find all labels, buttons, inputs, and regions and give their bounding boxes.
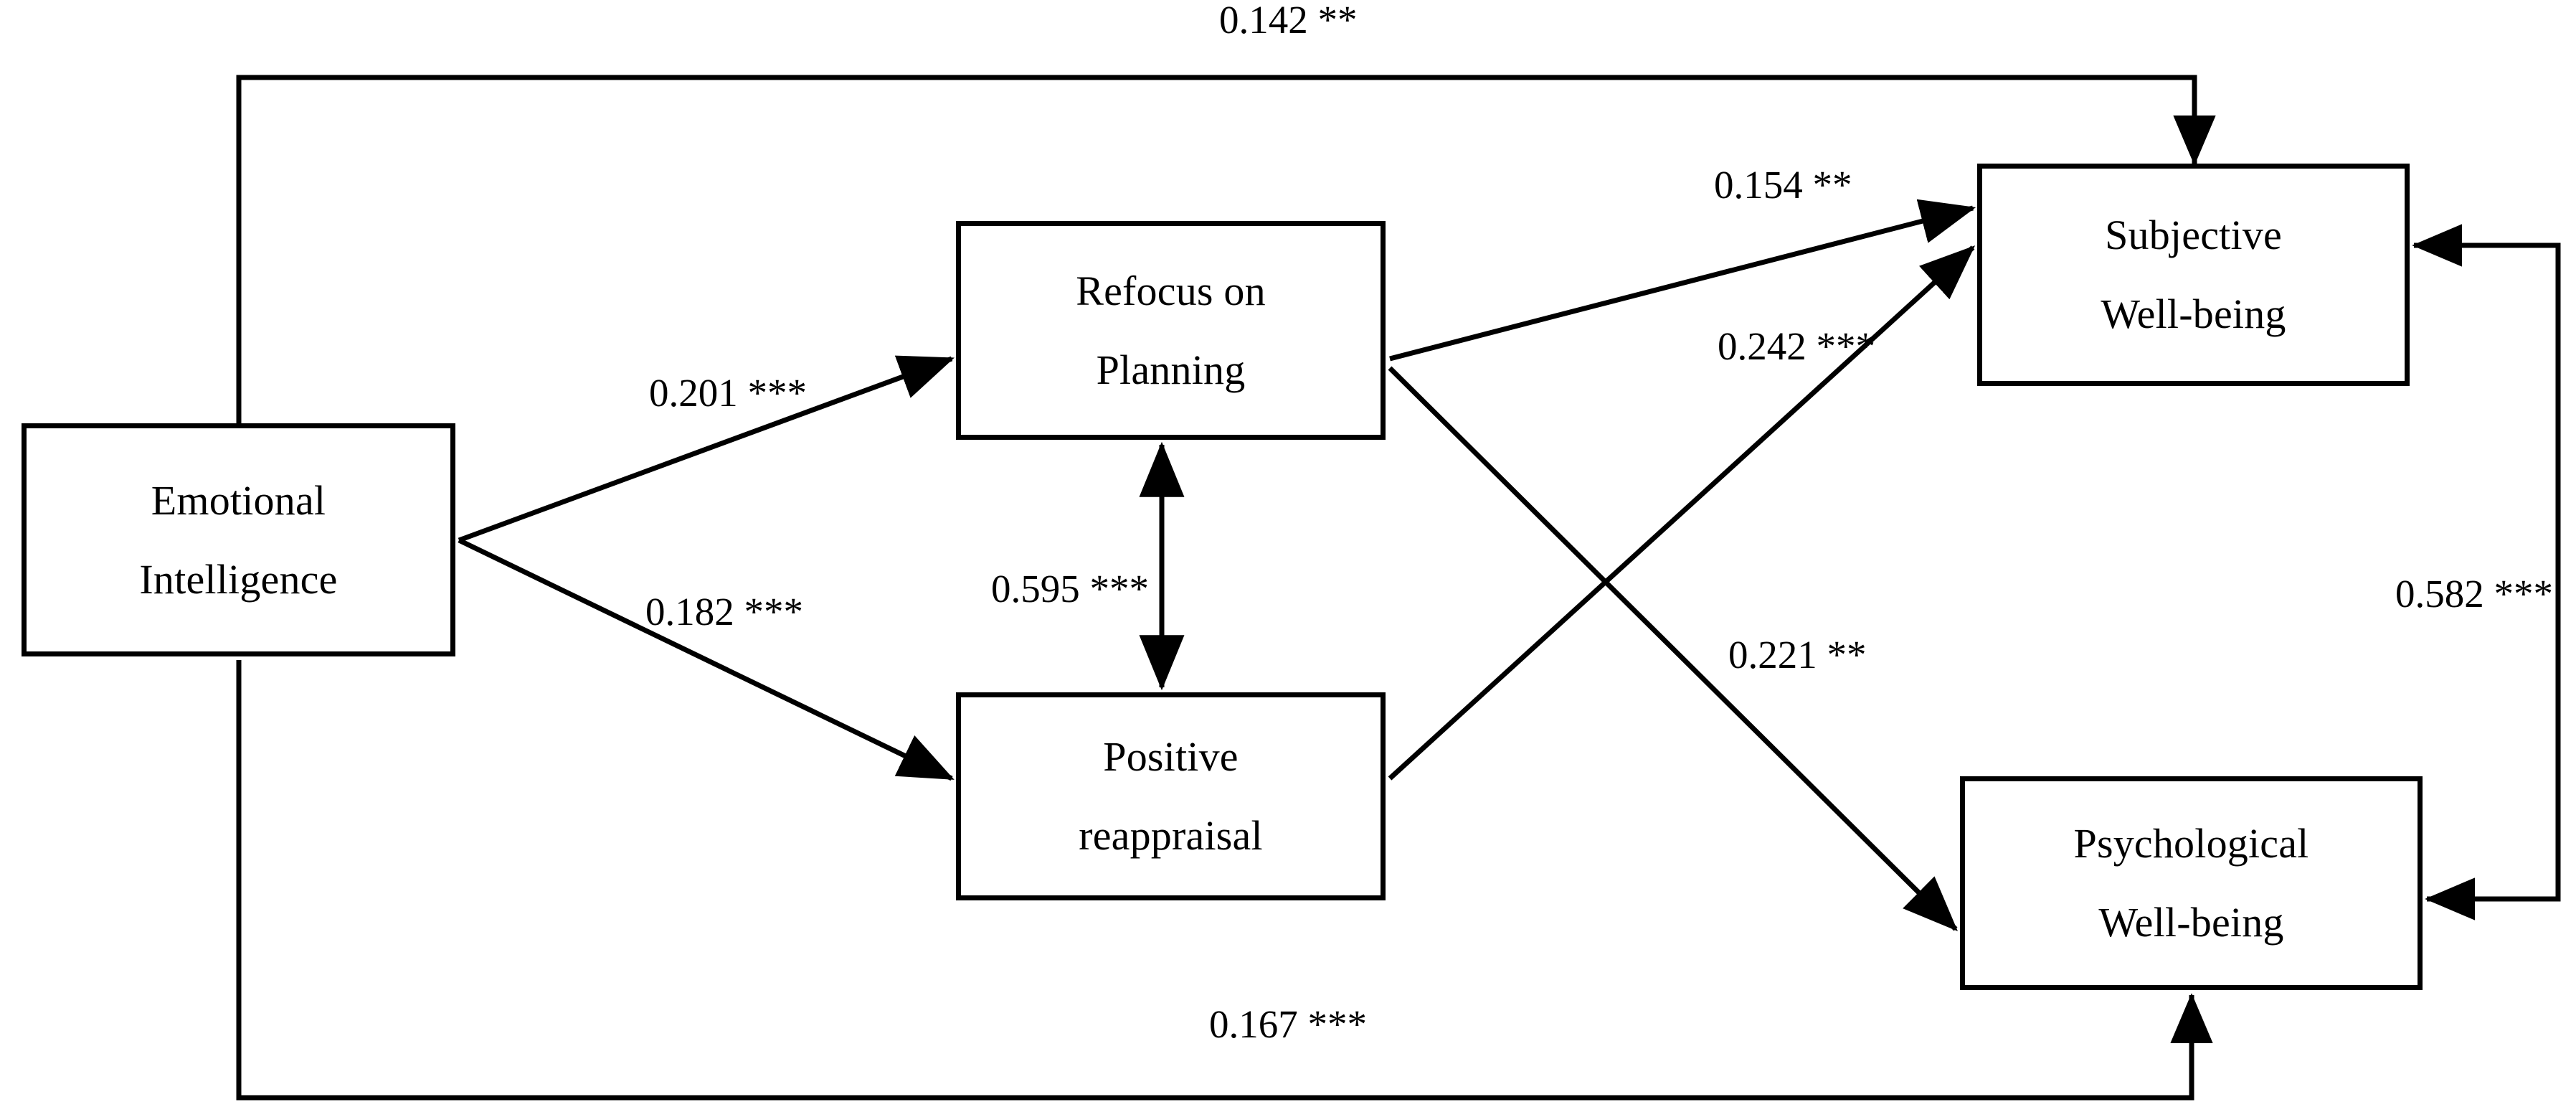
edge-label-ei-to-pwb-direct: 0.167 ***: [1209, 1002, 1367, 1046]
node-label-line-2: Well-being: [2098, 899, 2284, 946]
edge-label-positive-reappraisal-to-swb: 0.242 ***: [1718, 324, 1875, 368]
edge-label-refocus-correlates-positive-reappraisal: 0.595 ***: [991, 567, 1149, 611]
node-label-line-2: Well-being: [2101, 291, 2286, 337]
edge-label-swb-correlates-pwb: 0.582 ***: [2395, 572, 2553, 616]
edge-ei-to-positive-reappraisal: [458, 537, 955, 781]
edge-label-ei-to-positive-reappraisal: 0.182 ***: [645, 590, 803, 634]
edge-label-ei-to-refocus: 0.201 ***: [649, 371, 807, 415]
edge-ei-to-refocus: [458, 355, 955, 543]
edge-swb-to-pwb-lower: [2425, 459, 2561, 920]
node-positive-reappraisal[interactable]: Positive reappraisal: [956, 692, 1386, 900]
node-label-line-2: reappraisal: [1079, 812, 1263, 859]
node-label-line-1: Emotional: [151, 476, 326, 524]
node-label-line-2: Intelligence: [139, 555, 338, 603]
node-refocus-on-planning[interactable]: Refocus on Planning: [956, 221, 1386, 440]
node-psychological-well-being[interactable]: Psychological Well-being: [1960, 776, 2423, 990]
node-label-line-1: Refocus on: [1076, 267, 1266, 314]
node-label-line-1: Psychological: [2073, 820, 2309, 867]
edge-ei-to-pwb-direct: [236, 660, 2213, 1101]
edge-label-ei-to-swb-direct: 0.142 **: [1219, 0, 1358, 42]
edge-refocus-to-pwb: [1388, 366, 1958, 931]
node-label-line-1: Subjective: [2105, 212, 2282, 258]
node-label-line-1: Positive: [1103, 733, 1239, 780]
edge-label-refocus-to-swb: 0.154 **: [1714, 163, 1852, 207]
edge-positive-reappraisal-to-swb: [1388, 245, 1976, 781]
edge-refocus-to-swb: [1389, 199, 1976, 362]
edge-label-refocus-to-pwb: 0.221 **: [1728, 633, 1867, 677]
edge-ei-to-swb-direct: [236, 75, 2216, 423]
node-subjective-well-being[interactable]: Subjective Well-being: [1977, 164, 2410, 386]
edge-swb-to-pwb-upper: [2412, 224, 2561, 872]
node-emotional-intelligence[interactable]: Emotional Intelligence: [22, 423, 455, 656]
node-label-line-2: Planning: [1096, 346, 1246, 393]
